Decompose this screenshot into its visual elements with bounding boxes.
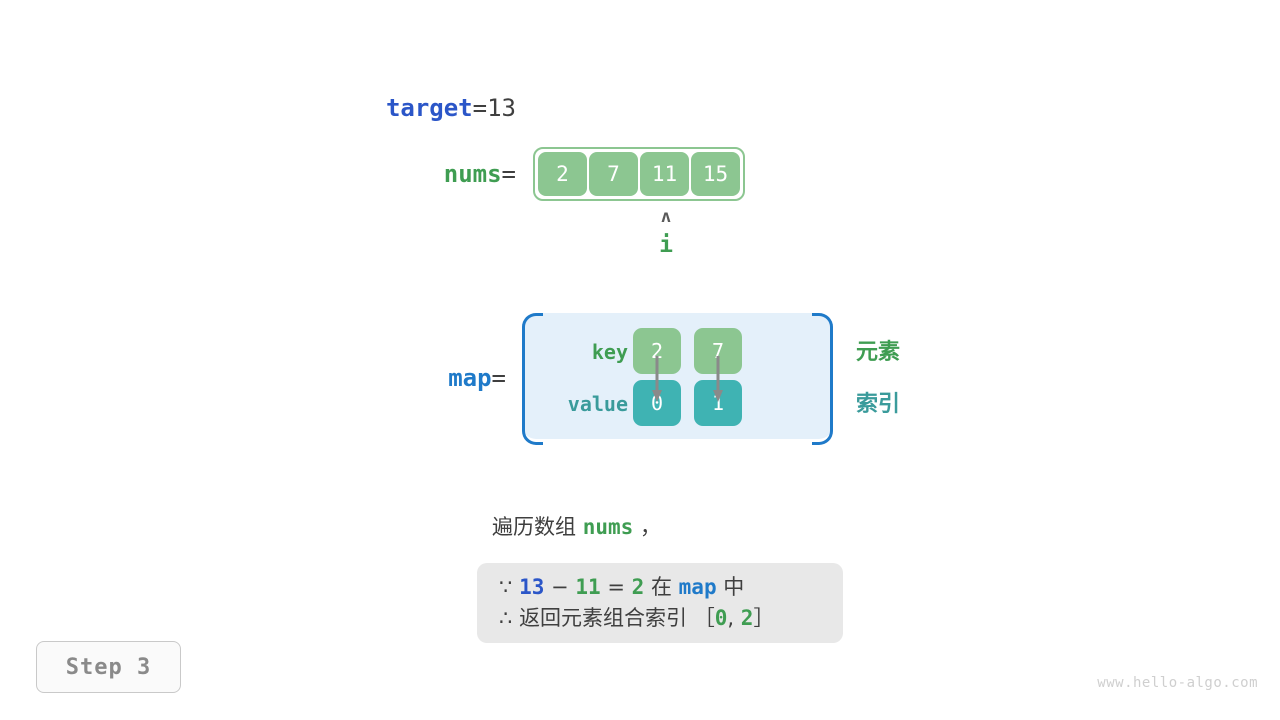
note-result: 2 bbox=[631, 575, 645, 599]
note-answer-comma: , bbox=[727, 606, 735, 630]
note-equals-sign: = bbox=[607, 575, 625, 599]
index-pointer-label: i bbox=[659, 232, 673, 258]
note-return-text: 返回元素组合索引 bbox=[519, 606, 688, 630]
nums-cell-0[interactable]: 2 bbox=[538, 152, 587, 196]
note-line-2: ∴ 返回元素组合索引 ［0, 2］ bbox=[499, 603, 821, 634]
nums-variable-name: nums bbox=[443, 160, 502, 188]
note-box: ∵ 13 − 11 = 2 在 map 中∴ 返回元素组合索引 ［0, 2］ bbox=[477, 563, 843, 643]
map-equals-sign: = bbox=[491, 364, 506, 392]
caption-code: nums bbox=[582, 515, 634, 539]
nums-cell-3[interactable]: 15 bbox=[691, 152, 740, 196]
map-key-row-label: key bbox=[591, 340, 628, 364]
note-therefore-symbol: ∴ bbox=[499, 606, 513, 630]
note-line1-tail: 中 bbox=[723, 575, 745, 599]
target-value: 13 bbox=[487, 94, 516, 122]
map-key-to-value-arrow-icon-1 bbox=[713, 356, 723, 402]
note-answer-index-0: 0 bbox=[714, 606, 728, 630]
map-variable-name: map bbox=[448, 364, 492, 392]
nums-equals-sign: = bbox=[501, 160, 516, 188]
nums-array-container: 2 7 11 15 bbox=[533, 147, 745, 201]
caption-line: 遍历数组 nums ， bbox=[492, 512, 661, 542]
watermark: www.hello-algo.com bbox=[1097, 675, 1258, 691]
nums-cell-2[interactable]: 11 bbox=[640, 152, 689, 196]
map-label: map= bbox=[0, 362, 506, 394]
target-row: target=13 bbox=[0, 92, 516, 124]
note-line-1: ∵ 13 − 11 = 2 在 map 中 bbox=[499, 572, 821, 603]
caption-suffix: ， bbox=[639, 515, 661, 539]
nums-label: nums= bbox=[0, 158, 516, 190]
caption-prefix: 遍历数组 bbox=[492, 515, 576, 539]
note-operand-a: 13 bbox=[519, 575, 545, 599]
note-bracket-close: ］ bbox=[753, 606, 775, 630]
map-key-cell-1[interactable]: 7 bbox=[694, 328, 742, 374]
map-key-to-value-arrow-icon-0 bbox=[652, 356, 662, 402]
note-map-ref: map bbox=[678, 575, 717, 599]
note-bracket-open: ［ bbox=[693, 606, 715, 630]
target-equals-sign: = bbox=[472, 94, 488, 122]
note-operand-b: 11 bbox=[575, 575, 601, 599]
note-in-word: 在 bbox=[650, 575, 672, 599]
nums-cell-1[interactable]: 7 bbox=[589, 152, 638, 196]
annotation-elements: 元素 bbox=[856, 340, 901, 365]
step-badge: Step 3 bbox=[36, 641, 181, 693]
map-value-row-label: value bbox=[567, 392, 628, 416]
note-answer-index-1: 2 bbox=[740, 606, 754, 630]
note-because-symbol: ∵ bbox=[499, 575, 513, 599]
target-variable-name: target bbox=[385, 94, 473, 122]
annotation-indices: 索引 bbox=[856, 392, 901, 417]
index-pointer-caret-icon: ʌ bbox=[660, 207, 672, 227]
note-minus-sign: − bbox=[551, 575, 569, 599]
